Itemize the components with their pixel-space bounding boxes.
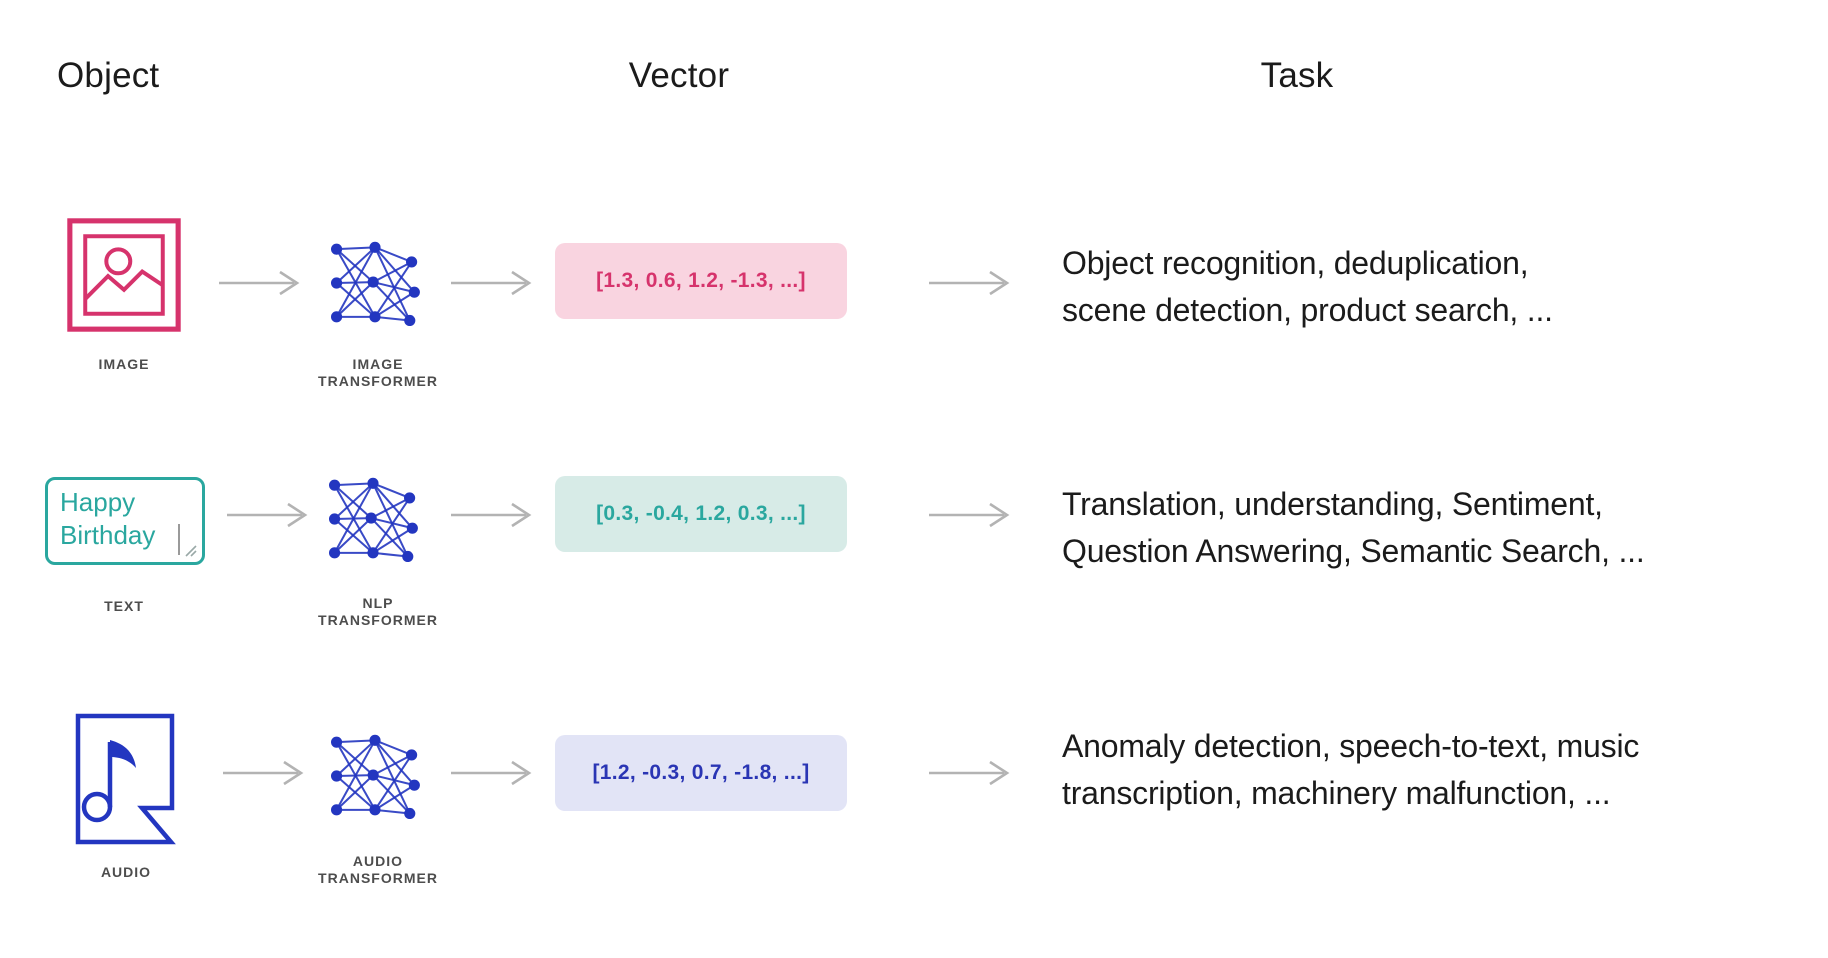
arrow-right-icon — [928, 270, 1012, 296]
image-task-list: Object recognition, deduplication, scene… — [1062, 240, 1553, 334]
transformer-label-line2: TRANSFORMER — [318, 373, 438, 389]
audio-task-list: Anomaly detection, speech-to-text, music… — [1062, 723, 1639, 817]
image-icon — [66, 218, 182, 332]
audio-transformer-label: AUDIO TRANSFORMER — [318, 853, 438, 887]
task-line: Question Answering, Semantic Search, ... — [1062, 533, 1645, 569]
arrow-right-icon — [928, 502, 1012, 528]
text-cursor — [178, 524, 180, 555]
text-task-list: Translation, understanding, Sentiment, Q… — [1062, 481, 1645, 575]
neural-network-icon — [326, 476, 420, 562]
task-line: Anomaly detection, speech-to-text, music — [1062, 728, 1640, 764]
arrow-right-icon — [218, 270, 302, 296]
image-object-label: IMAGE — [98, 356, 150, 372]
arrow-right-icon — [450, 270, 534, 296]
arrow-right-icon — [450, 502, 534, 528]
audio-vector-value: [1.2, -0.3, 0.7, -1.8, ...] — [555, 735, 847, 811]
task-line: transcription, machinery malfunction, ..… — [1062, 775, 1611, 811]
audio-file-icon — [70, 711, 180, 845]
nlp-transformer-label: NLP TRANSFORMER — [318, 595, 438, 629]
transformer-label-line2: TRANSFORMER — [318, 870, 438, 886]
column-header-vector: Vector — [628, 56, 730, 95]
arrow-right-icon — [222, 760, 306, 786]
task-line: scene detection, product search, ... — [1062, 292, 1553, 328]
task-line: Object recognition, deduplication, — [1062, 245, 1529, 281]
arrow-right-icon — [450, 760, 534, 786]
neural-network-icon — [328, 240, 422, 326]
image-transformer-label: IMAGE TRANSFORMER — [318, 356, 438, 390]
transformer-label-line1: AUDIO — [352, 853, 404, 869]
resize-grip-icon — [184, 544, 197, 557]
column-header-object: Object — [57, 56, 160, 95]
image-vector-value: [1.3, 0.6, 1.2, -1.3, ...] — [555, 243, 847, 319]
column-header-task: Task — [1260, 56, 1334, 95]
text-object-line2: Birthday — [60, 520, 156, 550]
transformer-label-line1: NLP — [362, 595, 394, 611]
text-object-label: TEXT — [104, 598, 144, 614]
transformer-label-line2: TRANSFORMER — [318, 612, 438, 628]
neural-network-icon — [328, 733, 422, 819]
arrow-right-icon — [226, 502, 310, 528]
transformer-label-line1: IMAGE — [352, 356, 404, 372]
audio-object-label: AUDIO — [100, 864, 152, 880]
text-object-box: Happy Birthday — [45, 477, 205, 565]
task-line: Translation, understanding, Sentiment, — [1062, 486, 1603, 522]
text-object-line1: Happy — [60, 487, 136, 517]
text-vector-value: [0.3, -0.4, 1.2, 0.3, ...] — [555, 476, 847, 552]
arrow-right-icon — [928, 760, 1012, 786]
